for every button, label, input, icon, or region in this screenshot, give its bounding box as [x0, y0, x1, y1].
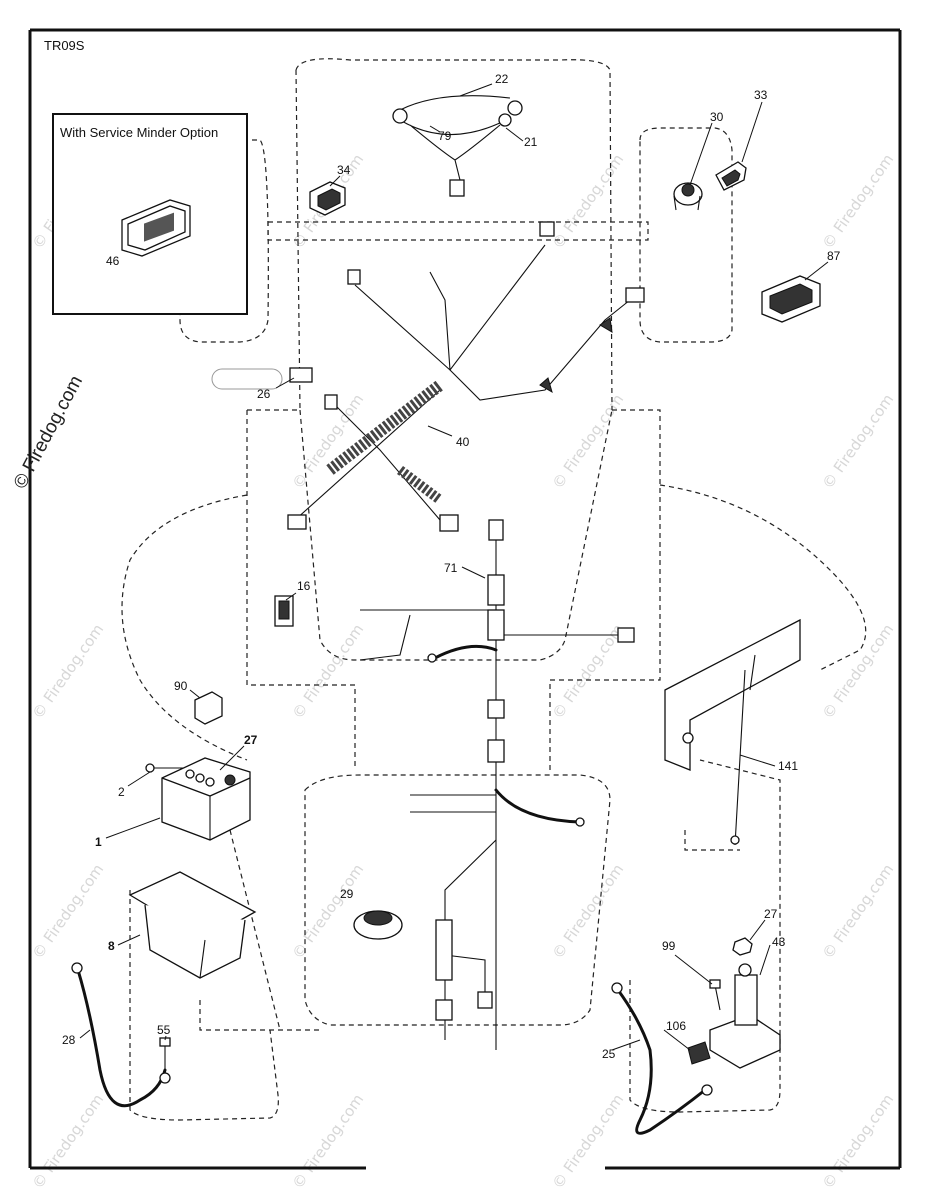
starter-solenoid-43-icon: [709, 963, 781, 1069]
callout-28: 28: [62, 1033, 76, 1047]
watermark-tile: © Firedog.com: [549, 861, 628, 963]
callout-22: 22: [495, 72, 509, 86]
callout-90: 90: [174, 679, 188, 693]
watermark-tile: © Firedog.com: [29, 1091, 108, 1193]
callout-99: 99: [662, 939, 676, 953]
bolt-99-icon: [709, 979, 721, 1011]
service-minder-title: With Service Minder Option: [60, 125, 218, 140]
headlight-harness: [392, 95, 523, 197]
watermark-tile: © Firedog.com: [29, 621, 108, 723]
callout-25: 25: [602, 1047, 616, 1061]
watermark-tile: © Firedog.com: [29, 861, 108, 963]
side-watermark: © Firedog.com: [10, 372, 87, 492]
callout-27-bottom: 27: [764, 907, 778, 921]
watermark-tile: © Firedog.com: [819, 391, 898, 493]
battery-cable-25-icon: [611, 982, 713, 1135]
ignition-key-icon: [715, 161, 747, 191]
brake-bracket-icon: [664, 618, 801, 846]
watermark-tile: © Firedog.com: [819, 1091, 898, 1193]
service-minder-box: With Service Minder Option: [52, 113, 248, 315]
main-harness: [287, 221, 645, 532]
fuse-holder-26-icon: [211, 367, 313, 390]
callout-141: 141: [778, 759, 798, 773]
callout-71: 71: [444, 561, 458, 575]
watermark-tile: © Firedog.com: [549, 151, 628, 253]
diagram-code: TR09S: [44, 38, 85, 53]
callout-26: 26: [257, 387, 271, 401]
service-minder-meter-icon: [121, 199, 191, 257]
callout-46: 46: [106, 254, 120, 268]
watermark-tile: © Firedog.com: [549, 391, 628, 493]
battery-cable-28-icon: [71, 962, 171, 1108]
callout-34: 34: [337, 163, 351, 177]
callout-106: 106: [666, 1019, 686, 1033]
callout-labels: 46 22 79 21 33 30 34 87 26 40 71 16 90 2…: [62, 72, 841, 1061]
battery-tray-icon: [128, 871, 257, 979]
tractor-outline: [121, 58, 867, 1121]
ignition-switch-icon: [673, 182, 703, 211]
callout-16: 16: [297, 579, 311, 593]
diagram-frame: [28, 28, 902, 1170]
watermark-tile: © Firedog.com: [819, 621, 898, 723]
callout-43: 43: [772, 935, 786, 949]
callout-leaders: [79, 83, 829, 1051]
callout-29: 29: [340, 887, 354, 901]
terminal-106-icon: [687, 1041, 711, 1065]
battery-icon: [161, 757, 251, 841]
watermark-tile: © Firedog.com: [289, 1091, 368, 1193]
switch-34-icon: [309, 181, 346, 216]
sub-harness-71: [359, 519, 635, 1050]
callout-55: 55: [157, 1023, 171, 1037]
connector-90-icon: [194, 691, 223, 725]
callout-30: 30: [710, 110, 724, 124]
callout-8: 8: [108, 939, 115, 953]
watermark-tile: © Firedog.com: [549, 1091, 628, 1193]
bolt-55-icon: [159, 1037, 171, 1070]
callout-1: 1: [95, 835, 102, 849]
callout-27-top: 27: [244, 733, 258, 747]
callout-33: 33: [754, 88, 768, 102]
callout-40: 40: [456, 435, 470, 449]
horn-29-icon: [353, 910, 403, 940]
relay-16-icon: [274, 595, 294, 627]
nut-27-icon: [732, 937, 753, 956]
watermark-tile: © Firedog.com: [289, 861, 368, 963]
callout-21: 21: [524, 135, 538, 149]
solenoid-87-icon: [761, 275, 821, 323]
callout-2: 2: [118, 785, 125, 799]
watermark-tile: © Firedog.com: [549, 621, 628, 723]
callout-79: 79: [438, 129, 452, 143]
callout-87: 87: [827, 249, 841, 263]
watermark-tile: © Firedog.com: [819, 861, 898, 963]
watermark-tile: © Firedog.com: [819, 151, 898, 253]
